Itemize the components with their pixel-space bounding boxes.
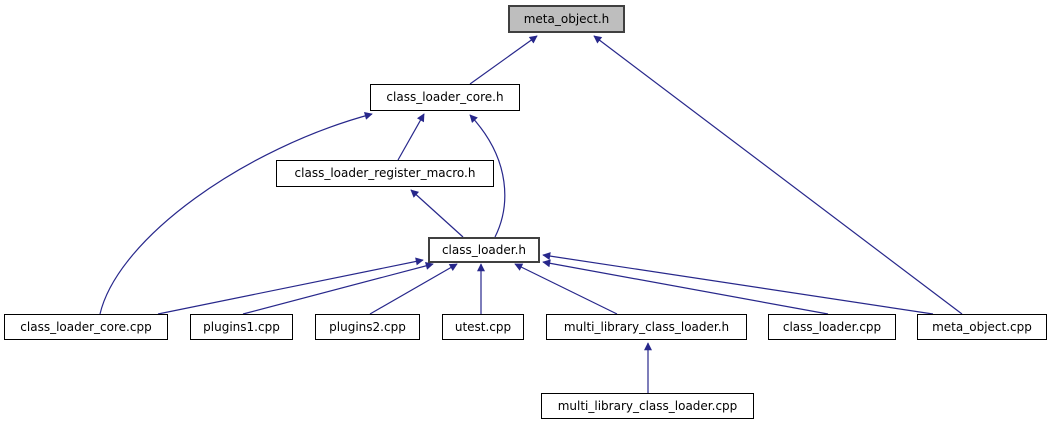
edge-class_loader_register_macro_h-to-class_loader_core_h (397, 113, 425, 161)
node-meta_object_h[interactable]: meta_object.h (508, 5, 625, 33)
edge-meta_object_cpp-to-class_loader_h (542, 252, 934, 315)
edge-class_loader_core_h-to-meta_object_h (469, 35, 538, 85)
node-class_loader_h[interactable]: class_loader.h (428, 237, 540, 263)
edge-multi_library_class_loader_h-to-class_loader_h (514, 263, 618, 315)
node-plugins1_cpp[interactable]: plugins1.cpp (190, 314, 293, 340)
node-class_loader_core_h[interactable]: class_loader_core.h (370, 84, 520, 111)
edge-class_loader_h-to-class_loader_register_macro_h (410, 189, 464, 238)
node-meta_object_cpp[interactable]: meta_object.cpp (917, 314, 1047, 340)
node-class_loader_cpp[interactable]: class_loader.cpp (768, 314, 896, 340)
node-plugins2_cpp[interactable]: plugins2.cpp (315, 314, 420, 340)
node-utest_cpp[interactable]: utest.cpp (442, 314, 524, 340)
node-class_loader_core_cpp[interactable]: class_loader_core.cpp (4, 314, 168, 340)
edge-class_loader_cpp-to-class_loader_h (542, 259, 829, 315)
edge-meta_object_cpp-to-meta_object_h (593, 35, 963, 315)
edge-plugins1_cpp-to-class_loader_h (242, 261, 434, 315)
node-class_loader_register_macro_h[interactable]: class_loader_register_macro.h (276, 160, 494, 187)
node-multi_library_class_loader_h[interactable]: multi_library_class_loader.h (546, 314, 747, 340)
edge-class_loader_core_cpp-to-class_loader_core_h (99, 112, 373, 315)
edge-class_loader_core_cpp-to-class_loader_h (157, 257, 424, 315)
edge-class_loader_h-to-class_loader_core_h (469, 114, 506, 238)
edge-plugins2_cpp-to-class_loader_h (369, 263, 458, 315)
node-multi_library_class_loader_cpp[interactable]: multi_library_class_loader.cpp (541, 393, 754, 419)
